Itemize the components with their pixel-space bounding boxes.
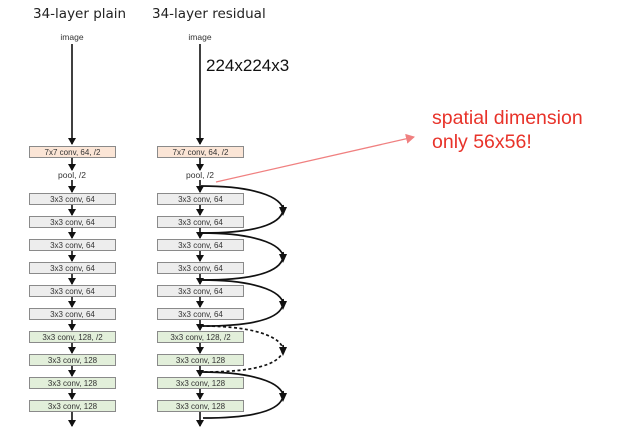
residual-layer-conv64: 3x3 conv, 64 bbox=[157, 285, 244, 297]
arrowhead bbox=[279, 254, 287, 263]
annotation-pointer-arrow bbox=[215, 133, 415, 183]
residual-layer-conv128: 3x3 conv, 128 bbox=[157, 354, 244, 366]
residual-layer-conv128: 3x3 conv, 128 bbox=[157, 400, 244, 412]
plain-layer-conv128-downsample: 3x3 conv, 128, /2 bbox=[29, 331, 116, 343]
residual-layer-conv128: 3x3 conv, 128 bbox=[157, 377, 244, 389]
residual-layer-conv64: 3x3 conv, 64 bbox=[157, 239, 244, 251]
residual-pool-label: pool, /2 bbox=[186, 170, 214, 180]
residual-layer-conv7x7: 7x7 conv, 64, /2 bbox=[157, 146, 244, 158]
spatial-dimension-annotation: spatial dimension only 56x56! bbox=[432, 106, 583, 154]
annotation-line-2: only 56x56! bbox=[432, 131, 532, 153]
residual-layer-conv64: 3x3 conv, 64 bbox=[157, 216, 244, 228]
input-dimension-label: 224x224x3 bbox=[206, 56, 290, 75]
plain-layer-conv64: 3x3 conv, 64 bbox=[29, 193, 116, 205]
residual-layer-conv64: 3x3 conv, 64 bbox=[157, 308, 244, 320]
plain-layer-conv64: 3x3 conv, 64 bbox=[29, 308, 116, 320]
residual-image-label: image bbox=[188, 32, 212, 42]
arrowhead bbox=[279, 393, 287, 402]
residual-layer-conv64: 3x3 conv, 64 bbox=[157, 262, 244, 274]
plain-layer-conv64: 3x3 conv, 64 bbox=[29, 239, 116, 251]
plain-layer-conv128: 3x3 conv, 128 bbox=[29, 377, 116, 389]
plain-layer-conv64: 3x3 conv, 64 bbox=[29, 262, 116, 274]
plain-layer-conv7x7: 7x7 conv, 64, /2 bbox=[29, 146, 116, 158]
plain-layer-conv128: 3x3 conv, 128 bbox=[29, 400, 116, 412]
plain-pool-label: pool, /2 bbox=[58, 170, 86, 180]
plain-layer-conv64: 3x3 conv, 64 bbox=[29, 216, 116, 228]
plain-column-title: 34-layer plain bbox=[33, 6, 127, 22]
skip-connection-dashed bbox=[202, 344, 284, 373]
arrowhead bbox=[279, 207, 287, 216]
residual-column-title: 34-layer residual bbox=[152, 6, 266, 22]
arrowhead bbox=[279, 347, 287, 356]
annotation-line-1: spatial dimension bbox=[432, 107, 583, 129]
arrowhead bbox=[279, 301, 287, 310]
plain-image-label: image bbox=[60, 32, 84, 42]
plain-layer-conv128: 3x3 conv, 128 bbox=[29, 354, 116, 366]
residual-layer-conv128-downsample: 3x3 conv, 128, /2 bbox=[157, 331, 244, 343]
skip-arrowheads bbox=[279, 207, 287, 402]
residual-layer-conv64: 3x3 conv, 64 bbox=[157, 193, 244, 205]
plain-layer-conv64: 3x3 conv, 64 bbox=[29, 285, 116, 297]
